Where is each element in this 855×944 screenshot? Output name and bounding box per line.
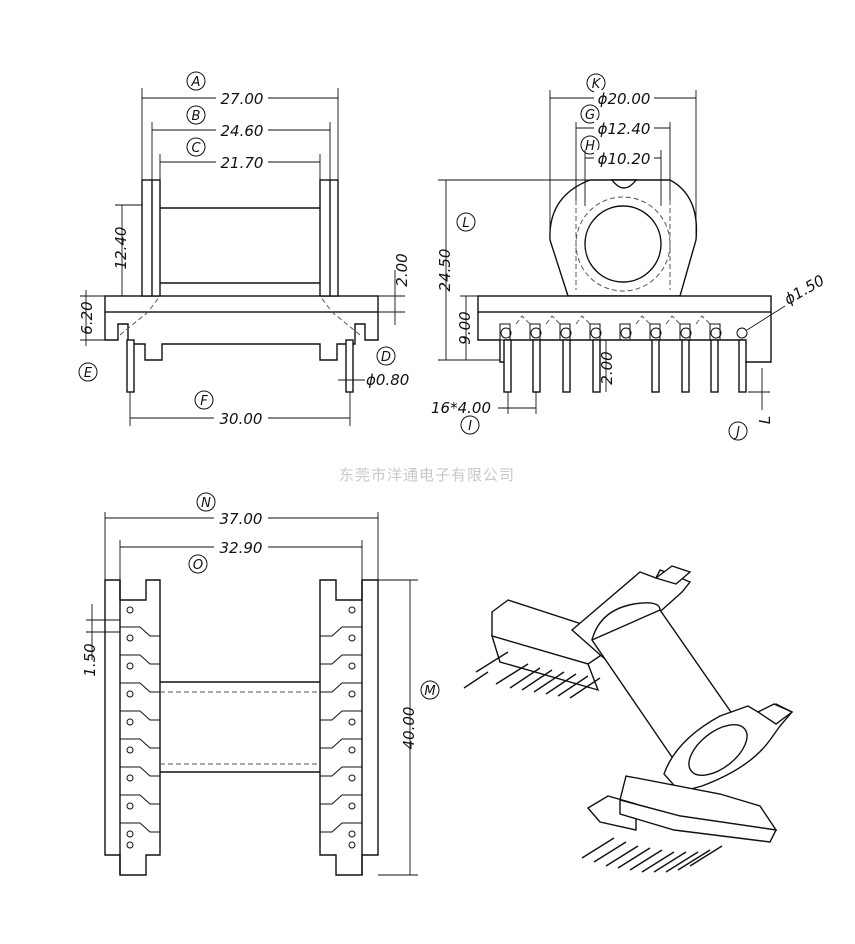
label-a-circle [186,71,206,91]
dim-l-value: 24.50 [436,249,454,292]
side-pins [503,339,747,393]
label-c: C [191,141,201,156]
label-e: E [84,366,93,381]
bottom-view: N 37.00 O 32.90 1.50 40.00 M [81,492,440,876]
dim-9-00: 9.00 [456,311,474,344]
label-j: J [733,425,740,440]
dim-n-value: 37.00 [220,510,263,528]
isometric-view [463,565,794,873]
left-pin-slots [120,606,160,849]
label-b: B [192,109,201,124]
label-n: N [201,496,211,511]
label-d: D [381,350,391,365]
label-f: F [200,394,208,409]
dim-o-value: 32.90 [220,539,263,557]
right-pin-slots [320,606,362,849]
iso-lower-pins [581,837,723,873]
dim-2-00-left: 2.00 [393,253,411,286]
dim-12-40: 12.40 [112,227,130,270]
label-a: A [191,75,201,90]
dim-pitch: 16*4.00 [431,399,491,417]
dim-f-value: 30.00 [220,410,263,428]
dim-g-value: ϕ12.40 [598,120,651,138]
label-g: G [585,108,595,123]
dim-a-value: 27.00 [221,90,264,108]
side-view: K ϕ20.00 G ϕ12.40 H ϕ10.20 24.50 L 9.00 … [431,73,827,441]
company-watermark: 东莞市洋通电子有限公司 [339,466,515,484]
pin-holes [499,315,748,341]
dim-h-value: ϕ10.20 [598,150,651,168]
dim-pin-diameter: ϕ0.80 [366,371,409,389]
dim-1-50: 1.50 [81,643,99,676]
dim-b-value: 24.60 [221,122,264,140]
dim-m-value: 40.00 [400,707,418,750]
label-i: I [468,419,472,434]
dim-hole-diameter: ϕ1.50 [781,271,827,308]
front-view: A 27.00 B 24.60 C 21.70 12.40 6.20 2.00 [78,71,411,428]
label-k: K [592,77,602,92]
iso-upper-pins [463,651,601,699]
dim-k-value: ϕ20.00 [598,90,651,108]
dim-2-00-right: 2.00 [598,351,616,384]
label-l: L [462,216,469,231]
dim-j-side: L [756,416,774,424]
dim-c-value: 21.70 [221,154,264,172]
label-o: O [193,558,203,573]
label-m: M [424,684,435,699]
dim-6-20: 6.20 [78,301,96,334]
label-h: H [585,139,595,154]
